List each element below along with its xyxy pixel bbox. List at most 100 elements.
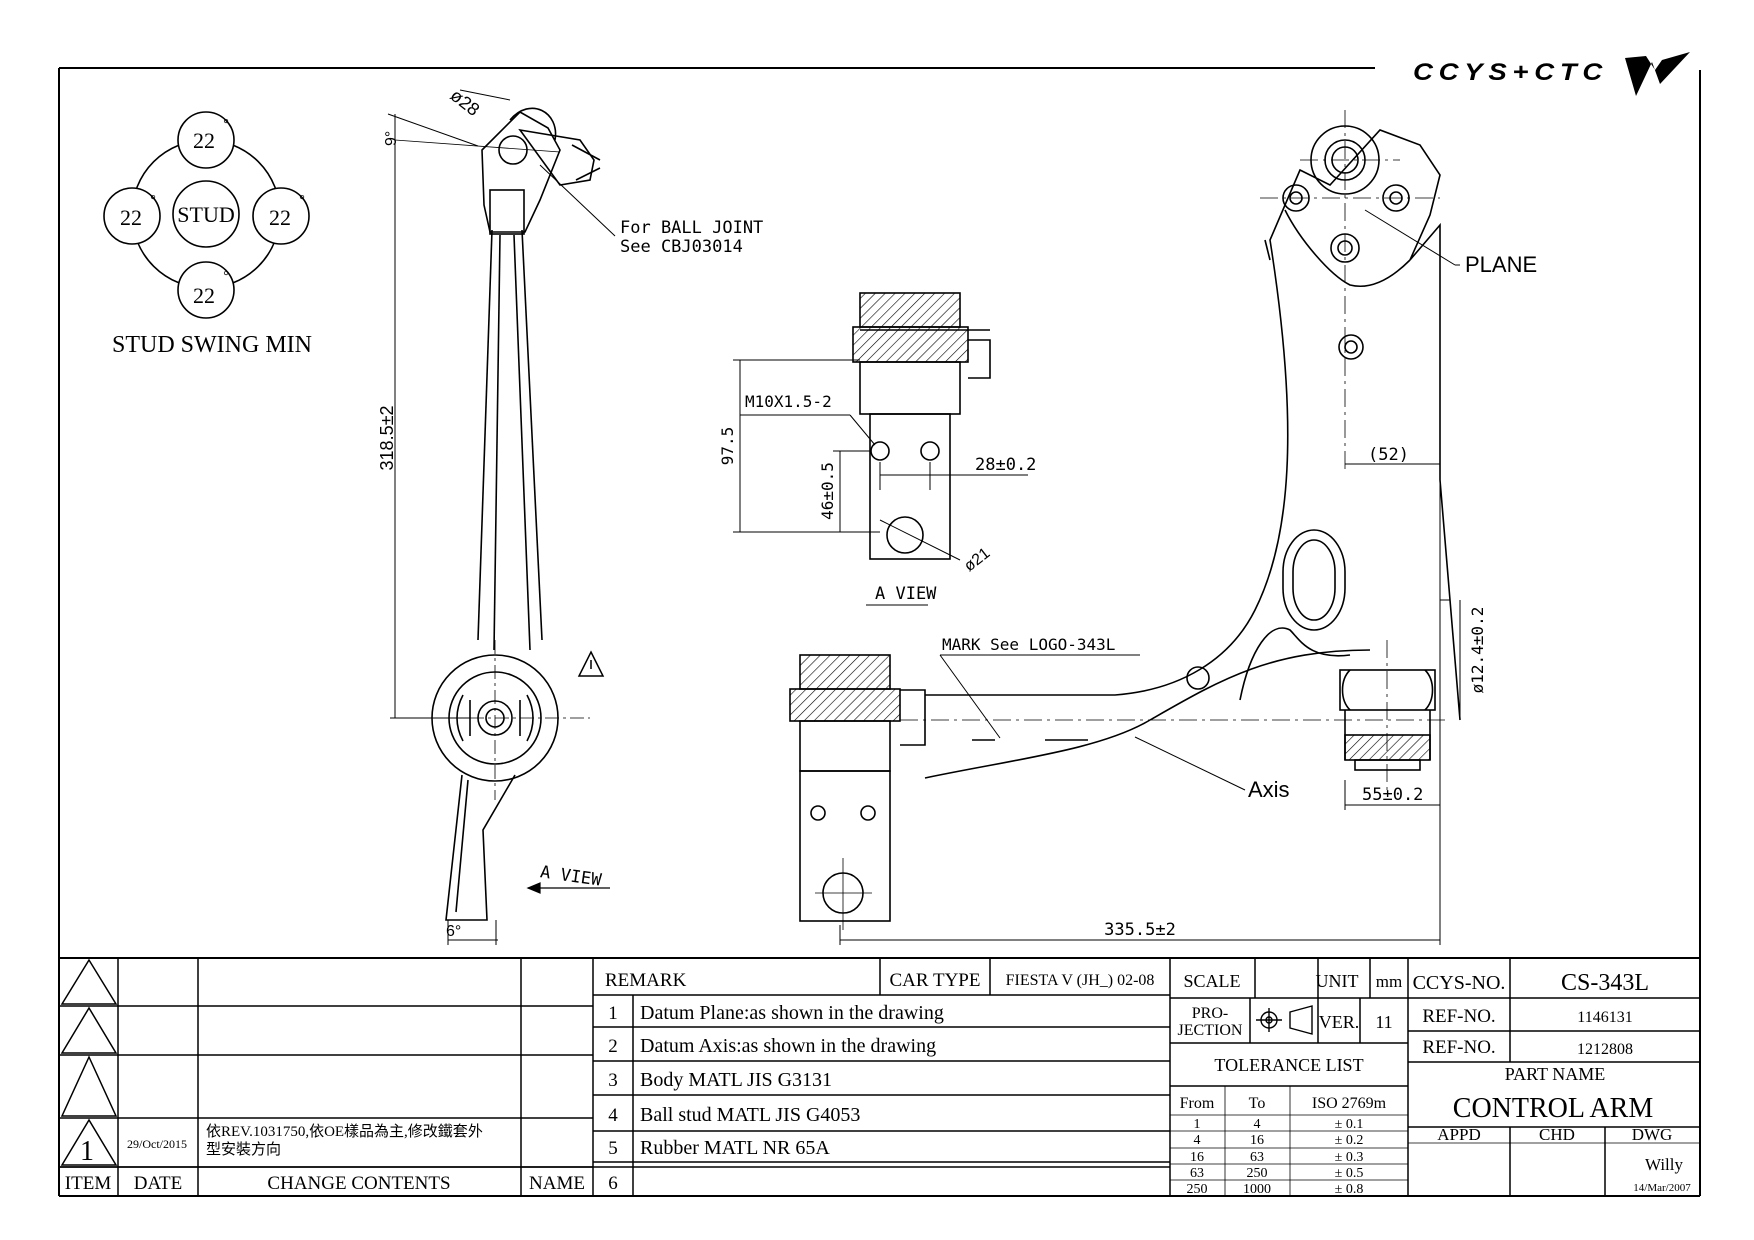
ver-label: VER. [1319,1012,1360,1032]
tolerance-row-2-iso: ± 0.2 [1335,1133,1364,1148]
stud-swing-right: 22 [269,205,291,230]
stud-swing-left: 22 [120,205,142,230]
dim-tilt-angle: 9° [383,131,400,146]
tolerance-row-1-from: 1 [1194,1117,1201,1132]
dwg-label: DWG [1632,1125,1673,1144]
side-view [431,107,601,921]
dim-spacing-28: 28±0.2 [975,455,1036,475]
callout-a-view-section: A VIEW [875,584,937,604]
dim-height-46: 46±0.5 [818,462,837,520]
dim-side-length: 318.5±2 [377,406,397,471]
part-name-value: CONTROL ARM [1453,1093,1654,1124]
revision-header-name: NAME [529,1173,585,1194]
revision-block-grid [59,957,594,1196]
brand-logo-mark-icon [1625,52,1690,96]
dim-bush-dia: ø12.4±0.2 [1468,607,1487,694]
tolerance-row-4-from: 63 [1190,1166,1204,1181]
dim-bottom-angle: 6° [446,923,461,940]
tolerance-row-5-to: 1000 [1243,1182,1271,1197]
stud-swing-top-deg: ° [223,117,229,132]
car-type-value: FIESTA V (JH_) 02-08 [1006,972,1155,989]
top-view-centerlines [900,110,1450,790]
projection-label-line2: JECTION [1178,1022,1243,1039]
revision-change-1-line2: 型安裝方向 [206,1141,281,1158]
dwg-by: Willy [1645,1155,1684,1174]
callout-ball-joint-line1: For BALL JOINT [620,218,763,238]
remark-no-6: 6 [608,1173,618,1194]
dim-overall: 335.5±2 [1104,920,1176,940]
tolerance-row-2-from: 4 [1194,1133,1201,1148]
ref-no-label-2: REF-NO. [1422,1037,1495,1058]
part-name-label: PART NAME [1505,1064,1605,1084]
remark-text-1: Datum Plane:as shown in the drawing [640,1002,944,1024]
stud-swing-bottom-deg: ° [223,269,229,284]
tolerance-row-4-to: 250 [1247,1166,1268,1181]
dim-ball-dia: ø28 [447,85,484,120]
tolerance-row-3-iso: ± 0.3 [1335,1150,1364,1165]
callout-a-view-arrow: A VIEW [539,862,603,890]
remarks-block-grid [593,958,1171,1196]
tolerance-row-3-from: 16 [1190,1150,1204,1165]
tolerance-row-4-iso: ± 0.5 [1335,1166,1364,1181]
stud-swing-left-deg: ° [150,193,156,208]
dim-offset-52: (52) [1368,445,1409,465]
tolerance-row-1-iso: ± 0.1 [1335,1117,1364,1132]
callout-mark-logo: MARK See LOGO-343L [942,635,1115,654]
top-view-dimensions [839,209,1461,945]
dim-height-97: 97.5 [718,427,737,466]
ref-no-value-1: 1146131 [1577,1009,1632,1026]
revision-header-item: ITEM [65,1173,112,1194]
dwg-date: 14/Mar/2007 [1633,1182,1691,1194]
title-block-frame [59,957,1700,1168]
stud-swing-center: STUD [177,202,234,227]
projection-symbol-icon [1256,1005,1313,1035]
remark-no-1: 1 [608,1003,618,1024]
dim-hole-dia: ø21 [961,545,993,575]
tolerance-header-to: To [1249,1095,1266,1112]
stud-swing-bottom: 22 [193,283,215,308]
tolerance-block-grid [1170,958,1409,1196]
brand-logo-text: CCYS+CTC [1413,59,1608,86]
side-view-dimensions [387,89,616,945]
revision-date-1: 29/Oct/2015 [127,1137,187,1151]
tolerance-row-1-to: 4 [1254,1117,1261,1132]
brand-logo: CCYS+CTC [1413,52,1690,96]
unit-label: UNIT [1316,971,1359,991]
remark-text-5: Rubber MATL NR 65A [640,1137,830,1159]
tolerance-row-5-iso: ± 0.8 [1335,1182,1364,1197]
ref-no-value-2: 1212808 [1577,1041,1633,1058]
unit-value: mm [1376,972,1402,991]
ref-no-label-1: REF-NO. [1422,1006,1495,1027]
remark-no-3: 3 [608,1070,618,1091]
tolerance-row-5-from: 250 [1187,1182,1208,1197]
car-type-label: CAR TYPE [890,970,981,991]
revision-item-1: 1 [80,1136,94,1167]
top-view [789,125,1461,930]
remark-label: REMARK [605,970,687,991]
ccys-no-label: CCYS-NO. [1413,972,1506,994]
stud-swing-caption: STUD SWING MIN [112,332,312,358]
remark-text-3: Body MATL JIS G3131 [640,1069,832,1091]
dim-thread: M10X1.5-2 [745,392,832,411]
a-view-arrow [526,882,610,894]
ccys-no-value: CS-343L [1561,970,1649,996]
revision-header-date: DATE [134,1173,183,1194]
section-a-view [852,292,991,560]
remark-no-2: 2 [608,1036,618,1057]
remark-text-4: Ball stud MATL JIS G4053 [640,1104,860,1126]
tolerance-row-2-to: 16 [1250,1133,1264,1148]
chd-label: CHD [1539,1125,1575,1144]
stud-swing-diagram [103,111,310,319]
callout-ball-joint-line2: See CBJ03014 [620,237,743,257]
revision-header-change: CHANGE CONTENTS [267,1173,450,1194]
tolerance-header-iso: ISO 2769m [1312,1095,1387,1112]
part-info-block-grid [1408,958,1700,1196]
dim-width-55: 55±0.2 [1362,785,1423,805]
projection-label-line1: PRO- [1192,1005,1228,1022]
warning-triangle-icon [577,650,605,677]
remark-no-4: 4 [608,1105,618,1126]
callout-plane: PLANE [1465,252,1537,277]
remark-no-5: 5 [608,1138,618,1159]
appd-label: APPD [1437,1125,1480,1144]
callout-axis: Axis [1248,777,1290,802]
